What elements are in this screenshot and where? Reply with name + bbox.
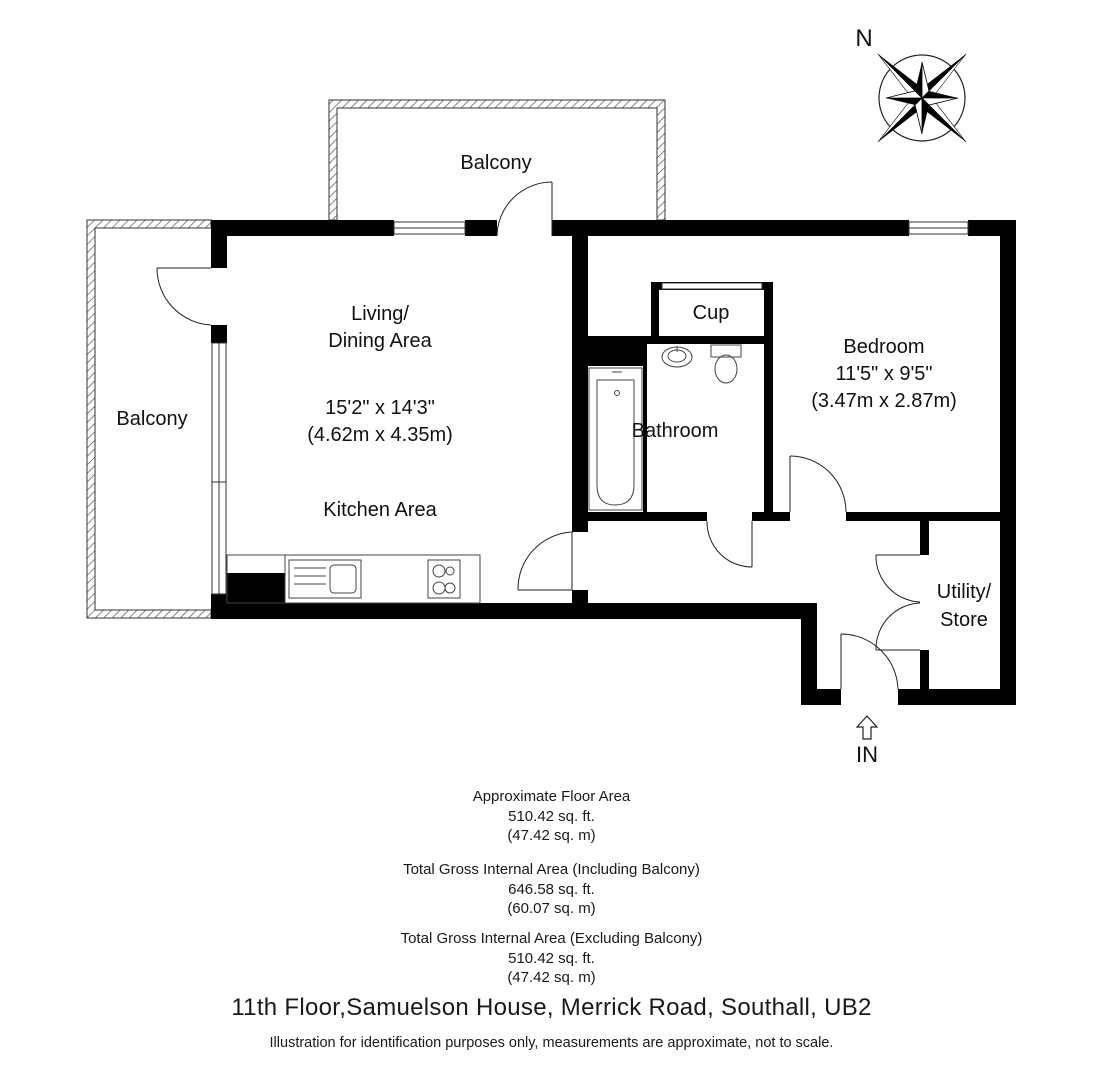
gross-area-excluding-balcony: Total Gross Internal Area (Excluding Bal… <box>0 929 1103 988</box>
cupboard-label: Cup <box>693 302 730 324</box>
kitchen-label: Kitchen Area <box>323 499 437 521</box>
incl-area-sqft: 646.58 sq. ft. <box>508 880 595 898</box>
incl-area-title: Total Gross Internal Area (Including Bal… <box>403 861 700 878</box>
compass-north-label: N <box>855 25 872 52</box>
utility-label-line1: Utility/ <box>937 581 992 603</box>
excl-area-sqm: (47.42 sq. m) <box>507 969 596 986</box>
gross-area-including-balcony: Total Gross Internal Area (Including Bal… <box>0 860 1103 919</box>
incl-area-sqm: (60.07 sq. m) <box>507 900 596 917</box>
hob-icon <box>427 559 461 599</box>
living-dimensions-ft: 15'2" x 14'3" <box>325 397 435 419</box>
disclaimer: Illustration for identification purposes… <box>269 1035 834 1051</box>
doors <box>156 181 921 690</box>
entrance-arrow-icon <box>855 715 879 740</box>
entrance-label: IN <box>856 742 878 767</box>
bathtub-icon <box>588 367 643 511</box>
walls <box>211 220 1016 705</box>
bedroom-label: Bedroom <box>843 336 924 358</box>
sink-icon <box>288 559 362 599</box>
floor-plan: N IN Balcony Balcony Living/ Dining Area… <box>86 25 1016 767</box>
bedroom-dimensions-ft: 11'5" x 9'5" <box>835 363 932 385</box>
approximate-floor-area: Approximate Floor Area 510.42 sq. ft. (4… <box>0 787 1103 846</box>
excl-area-sqft: 510.42 sq. ft. <box>508 949 595 967</box>
washbasin-icon <box>661 346 693 368</box>
approx-area-sqm: (47.42 sq. m) <box>507 827 596 844</box>
excl-area-title: Total Gross Internal Area (Excluding Bal… <box>400 930 703 947</box>
approx-area-title: Approximate Floor Area <box>472 788 631 805</box>
living-label-line1: Living/ <box>351 303 409 325</box>
windows <box>211 221 969 595</box>
bathroom-label: Bathroom <box>632 420 719 442</box>
utility-label-line2: Store <box>940 609 988 631</box>
compass-icon <box>877 53 967 143</box>
approx-area-sqft: 510.42 sq. ft. <box>508 807 595 825</box>
living-label-line2: Dining Area <box>328 330 432 352</box>
kitchen-counter <box>226 554 481 604</box>
property-address: 11th Floor,Samuelson House, Merrick Road… <box>231 994 872 1021</box>
toilet-icon <box>710 344 742 384</box>
balcony-top-label: Balcony <box>460 152 531 174</box>
bedroom-dimensions-m: (3.47m x 2.87m) <box>811 390 957 412</box>
living-dimensions-m: (4.62m x 4.35m) <box>307 424 453 446</box>
balcony-left-label: Balcony <box>116 408 187 430</box>
